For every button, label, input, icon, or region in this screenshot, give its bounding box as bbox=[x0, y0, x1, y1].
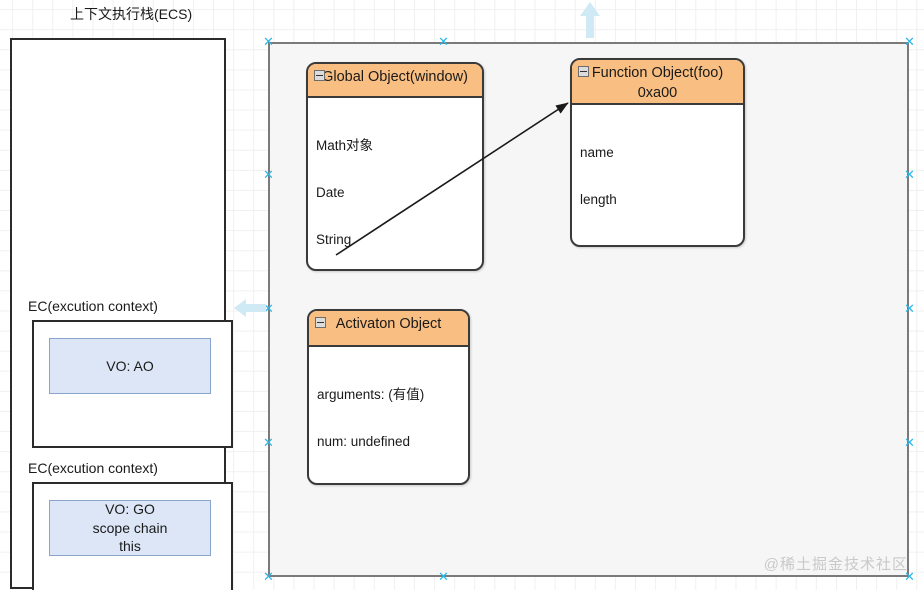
vo-box-go[interactable]: VO: GO scope chain this bbox=[49, 500, 211, 556]
selection-handle[interactable] bbox=[438, 572, 449, 583]
ec-frame-2[interactable]: VO: GO scope chain this bbox=[32, 482, 233, 590]
selection-handle[interactable] bbox=[263, 170, 274, 181]
function-object-properties: name length bbox=[572, 105, 743, 239]
ec-frame-label-1: EC(excution context) bbox=[28, 298, 158, 314]
global-object-header[interactable]: Global Object(window) bbox=[308, 64, 482, 98]
watermark: @稀土掘金技术社区 bbox=[763, 556, 908, 573]
selection-handle[interactable] bbox=[263, 37, 274, 48]
property-row: String bbox=[316, 232, 352, 248]
property-row: message: undefined bbox=[317, 481, 468, 483]
selection-handle[interactable] bbox=[904, 438, 915, 449]
property-row: arguments: (有值) bbox=[317, 386, 425, 402]
selection-handle[interactable] bbox=[263, 438, 274, 449]
vo-line: VO: AO bbox=[106, 357, 154, 374]
ecs-stack-panel[interactable]: EC(excution context) VO: AO EC(excution … bbox=[10, 38, 233, 590]
vo-line: VO: GO bbox=[105, 500, 155, 517]
property-row: num: undefined bbox=[317, 433, 411, 449]
collapse-minus-icon[interactable] bbox=[578, 66, 589, 77]
global-object-properties: Math对象 Date String Number message: "Glob… bbox=[308, 98, 482, 269]
selection-handle[interactable] bbox=[904, 170, 915, 181]
function-object-header[interactable]: Function Object(foo) 0xa00 bbox=[572, 60, 743, 105]
ec-frame-label-2: EC(excution context) bbox=[28, 460, 158, 476]
vo-line: scope chain bbox=[92, 519, 168, 536]
collapse-minus-icon[interactable] bbox=[315, 317, 326, 328]
function-object-address: 0xa00 bbox=[637, 84, 678, 101]
global-object-title: Global Object(window) bbox=[322, 69, 468, 85]
vo-box-ao[interactable]: VO: AO bbox=[49, 338, 211, 394]
selection-handle[interactable] bbox=[263, 572, 274, 583]
property-row: Math对象 bbox=[316, 137, 374, 153]
resize-arrow-left-icon[interactable] bbox=[232, 296, 268, 320]
property-row: Date bbox=[316, 184, 345, 200]
collapse-minus-icon[interactable] bbox=[314, 70, 325, 81]
vo-line: this bbox=[119, 538, 141, 555]
selection-handle[interactable] bbox=[904, 37, 915, 48]
global-object-node[interactable]: Global Object(window) Math对象 Date String… bbox=[306, 62, 484, 271]
activation-object-node[interactable]: Activaton Object arguments: (有值) num: un… bbox=[307, 309, 470, 485]
property-row: name bbox=[580, 144, 614, 160]
activation-object-header[interactable]: Activaton Object bbox=[309, 311, 468, 347]
function-object-title: Function Object(foo) bbox=[591, 65, 724, 81]
ecs-title: 上下文执行栈(ECS) bbox=[70, 6, 193, 22]
activation-object-properties: arguments: (有值) num: undefined message: … bbox=[309, 347, 468, 483]
activation-object-title: Activaton Object bbox=[335, 316, 442, 332]
function-object-node[interactable]: Function Object(foo) 0xa00 name length bbox=[570, 58, 745, 247]
selection-handle[interactable] bbox=[904, 304, 915, 315]
resize-arrow-up-icon[interactable] bbox=[576, 0, 604, 40]
property-row: length bbox=[580, 191, 617, 207]
ec-frame-1[interactable]: VO: AO bbox=[32, 320, 233, 448]
selection-handle[interactable] bbox=[438, 37, 449, 48]
